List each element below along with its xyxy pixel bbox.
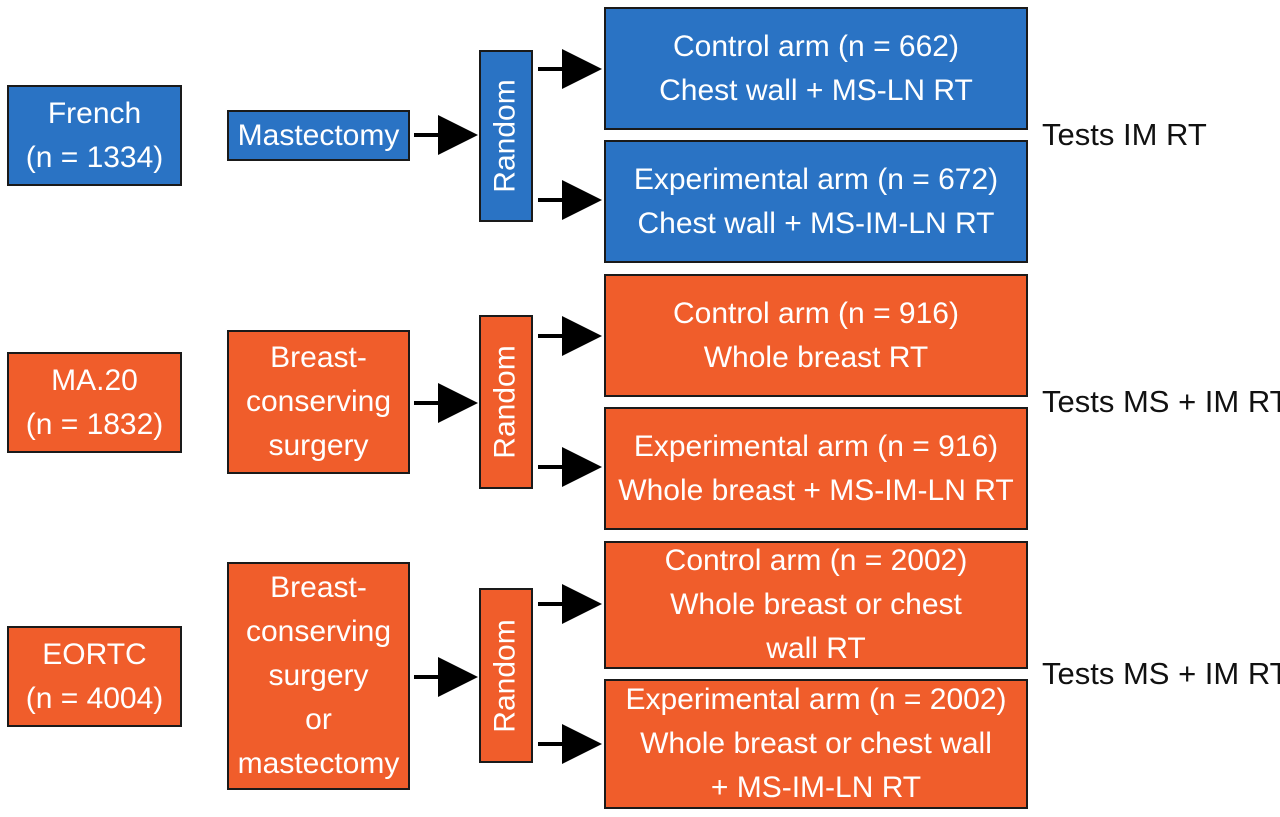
surgery-box-eortc: Breast- conserving surgery or mastectomy	[227, 562, 410, 790]
control-arm-label: Control arm (n = 662) Chest wall + MS-LN…	[659, 29, 973, 107]
trial-box-ma20: MA.20 (n = 1832)	[7, 352, 182, 453]
trial-box-eortc: EORTC (n = 4004)	[7, 626, 182, 727]
experimental-arm-box-ma20: Experimental arm (n = 916) Whole breast …	[604, 407, 1028, 530]
trial-name: EORTC (n = 4004)	[25, 637, 164, 715]
random-box-french: Random	[479, 50, 533, 222]
experimental-arm-box-french: Experimental arm (n = 672) Chest wall + …	[604, 140, 1028, 263]
surgery-label: Breast- conserving surgery	[245, 341, 392, 462]
random-box-eortc: Random	[479, 588, 533, 763]
trial-name: French (n = 1334)	[25, 96, 164, 174]
surgery-box-ma20: Breast- conserving surgery	[227, 330, 410, 474]
random-label: Random	[489, 345, 522, 459]
random-label: Random	[489, 79, 522, 193]
control-arm-label: Control arm (n = 2002) Whole breast or c…	[664, 544, 968, 665]
experimental-arm-label: Experimental arm (n = 916) Whole breast …	[618, 429, 1014, 507]
trial-name: MA.20 (n = 1832)	[25, 363, 164, 441]
random-label: Random	[489, 618, 522, 733]
experimental-arm-box-eortc: Experimental arm (n = 2002) Whole breast…	[604, 679, 1028, 809]
surgery-label: Mastectomy	[237, 118, 400, 152]
control-arm-box-french: Control arm (n = 662) Chest wall + MS-LN…	[604, 7, 1028, 130]
control-arm-box-eortc: Control arm (n = 2002) Whole breast or c…	[604, 541, 1028, 669]
control-arm-box-ma20: Control arm (n = 916) Whole breast RT	[604, 274, 1028, 397]
surgery-label: Breast- conserving surgery or mastectomy	[237, 571, 400, 780]
random-box-ma20: Random	[479, 315, 533, 489]
control-arm-label: Control arm (n = 916) Whole breast RT	[673, 296, 959, 374]
tests-label-eortc: Tests MS + IM RT	[1042, 656, 1280, 691]
tests-label-ma20: Tests MS + IM RT	[1042, 384, 1280, 419]
experimental-arm-label: Experimental arm (n = 672) Chest wall + …	[633, 162, 999, 240]
surgery-box-french: Mastectomy	[227, 110, 410, 161]
trial-box-french: French (n = 1334)	[7, 85, 182, 186]
experimental-arm-label: Experimental arm (n = 2002) Whole breast…	[625, 683, 1007, 804]
tests-label-french: Tests IM RT	[1042, 117, 1207, 152]
